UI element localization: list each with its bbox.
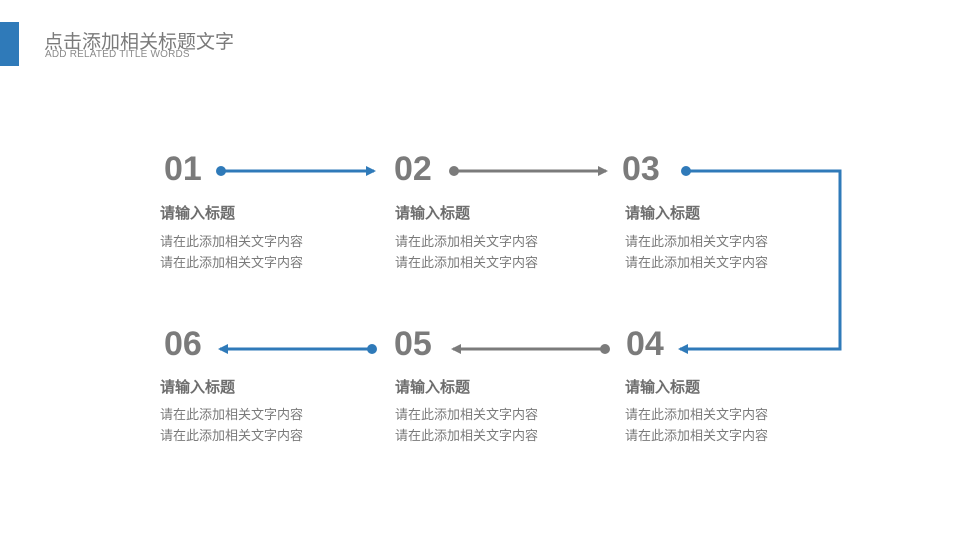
arrow-05-06 bbox=[218, 344, 377, 354]
step-title-02: 请输入标题 bbox=[395, 204, 471, 222]
step-desc-line: 请在此添加相关文字内容 bbox=[395, 429, 539, 444]
step-desc-line: 请在此添加相关文字内容 bbox=[160, 429, 304, 444]
step-title-06: 请输入标题 bbox=[160, 378, 236, 396]
step-desc-03: 请在此添加相关文字内容 请在此添加相关文字内容 bbox=[625, 232, 768, 274]
step-desc-line: 请在此添加相关文字内容 bbox=[395, 235, 539, 250]
step-desc-line: 请在此添加相关文字内容 bbox=[395, 408, 539, 423]
step-desc-line: 请在此添加相关文字内容 bbox=[625, 256, 769, 271]
page-title: 点击添加相关标题文字 bbox=[44, 31, 235, 53]
step-title-04: 请输入标题 bbox=[625, 378, 701, 396]
step-number-01: 01 bbox=[164, 150, 202, 188]
step-desc-line: 请在此添加相关文字内容 bbox=[625, 408, 769, 423]
arrow-04-05 bbox=[451, 344, 610, 354]
header-accent-bar bbox=[0, 22, 19, 66]
step-desc-line: 请在此添加相关文字内容 bbox=[625, 235, 769, 250]
step-desc-01: 请在此添加相关文字内容 请在此添加相关文字内容 bbox=[160, 232, 303, 274]
arrow-03-04 bbox=[678, 166, 842, 354]
arrow-02-03 bbox=[449, 166, 608, 176]
step-desc-line: 请在此添加相关文字内容 bbox=[160, 235, 304, 250]
step-title-03: 请输入标题 bbox=[625, 204, 701, 222]
arrow-01-02 bbox=[216, 166, 376, 176]
step-number-04: 04 bbox=[626, 325, 664, 363]
page-subtitle: ADD RELATED TITLE WORDS bbox=[45, 49, 190, 60]
step-number-06: 06 bbox=[164, 325, 202, 363]
step-desc-line: 请在此添加相关文字内容 bbox=[395, 256, 539, 271]
step-desc-05: 请在此添加相关文字内容 请在此添加相关文字内容 bbox=[395, 405, 538, 447]
step-number-02: 02 bbox=[394, 150, 432, 188]
step-number-05: 05 bbox=[394, 325, 432, 363]
step-title-01: 请输入标题 bbox=[160, 204, 236, 222]
step-desc-line: 请在此添加相关文字内容 bbox=[625, 429, 769, 444]
step-number-03: 03 bbox=[622, 150, 660, 188]
step-desc-02: 请在此添加相关文字内容 请在此添加相关文字内容 bbox=[395, 232, 538, 274]
step-desc-line: 请在此添加相关文字内容 bbox=[160, 408, 304, 423]
step-title-05: 请输入标题 bbox=[395, 378, 471, 396]
step-desc-06: 请在此添加相关文字内容 请在此添加相关文字内容 bbox=[160, 405, 303, 447]
step-desc-04: 请在此添加相关文字内容 请在此添加相关文字内容 bbox=[625, 405, 768, 447]
step-desc-line: 请在此添加相关文字内容 bbox=[160, 256, 304, 271]
